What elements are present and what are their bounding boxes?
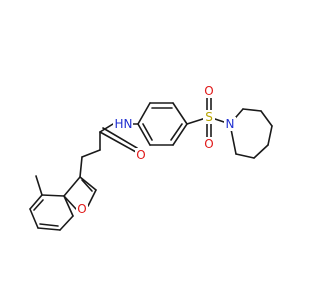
sulfur-atom: S [203,110,215,124]
bond-31 [63,195,77,210]
bond-15 [137,102,151,125]
bond-41 [39,223,59,227]
bond-39 [63,195,74,217]
sulfonyl-oxygen-bottom: O [203,137,215,151]
bond-16 [137,123,151,146]
carbonyl-oxygen: O [135,148,147,162]
bond-24 [99,131,137,153]
bond-40 [33,199,44,211]
bond-32 [63,176,81,197]
sulfonyl-oxygen-top: O [203,84,215,98]
bond-1 [242,108,262,112]
bond-3 [267,125,273,146]
bond-42 [35,175,43,196]
bond-5 [235,153,255,159]
svg-text:N: N [226,117,235,131]
bond-29 [79,176,97,191]
bond-28 [79,156,83,178]
svg-text:O: O [204,84,213,98]
svg-text:O: O [204,137,213,151]
svg-text:H: H [114,117,123,131]
bond-27 [81,149,101,158]
bond-23 [99,123,114,133]
molecule-canvas: O O S N H N O [29,84,273,231]
bond-13 [172,102,188,125]
amide-nitrogen: H N [113,117,133,131]
svg-text:N: N [124,117,133,131]
azepane-nitrogen: N [224,117,236,131]
svg-text:S: S [205,110,213,124]
molecule-structure-diagram: O O S N H N O [29,84,273,231]
svg-text:O: O [77,202,86,216]
bond-36 [29,208,39,229]
bond-21 [170,123,183,141]
bond-18 [172,123,188,146]
bond-37 [37,227,61,231]
bond-4 [253,144,269,159]
svg-text:O: O [136,148,145,162]
bond-33 [81,179,93,192]
bond-35 [29,194,43,210]
bond-34 [41,194,65,197]
bond-30 [87,189,97,207]
furan-oxygen: O [76,202,88,216]
atom-label-layer: O O S N H N O [76,84,236,216]
bond-38 [59,215,74,231]
bond-2 [260,110,273,127]
bond-25 [102,127,138,149]
bond-20 [142,123,153,141]
